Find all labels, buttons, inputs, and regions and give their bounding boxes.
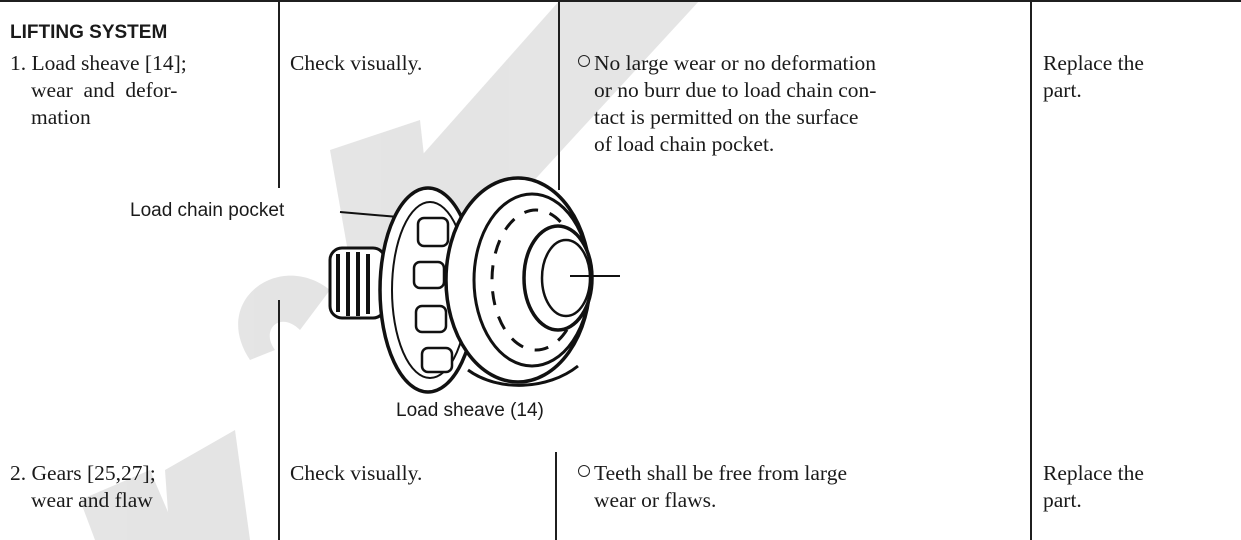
row2-action-line1: Replace the xyxy=(1043,461,1144,485)
row1-criterion-line2: or no burr due to load chain con- xyxy=(594,78,877,102)
row1-criterion-line3: tact is permitted on the surface xyxy=(594,105,859,129)
row1-item-line1: 1. Load sheave [14]; xyxy=(10,51,187,75)
section-title: LIFTING SYSTEM xyxy=(10,22,168,43)
row1-item-line3: mation xyxy=(31,105,91,129)
row1-action-line2: part. xyxy=(1043,78,1082,102)
load-sheave-label: Load sheave (14) xyxy=(396,400,544,421)
column-divider-1 xyxy=(278,0,280,188)
bullet-circle-icon xyxy=(578,465,590,477)
row2-item-line2: wear and flaw xyxy=(31,488,153,512)
row2-criterion-line1: Teeth shall be free from large xyxy=(578,460,847,486)
row1-item-line2: wear and defor- xyxy=(31,78,178,102)
row1-method: Check visually. xyxy=(290,51,423,75)
row2-criterion-line2: wear or flaws. xyxy=(594,488,717,512)
load-sheave-illustration-icon xyxy=(328,176,620,394)
load-chain-pocket-label: Load chain pocket xyxy=(130,200,285,221)
column-divider-3 xyxy=(1030,0,1032,540)
column-divider-2 xyxy=(558,0,560,190)
row1-criterion-line4: of load chain pocket. xyxy=(594,132,775,156)
bullet-circle-icon xyxy=(578,55,590,67)
row2-action-line2: part. xyxy=(1043,488,1082,512)
table-top-border xyxy=(0,0,1241,2)
row1-action-line1: Replace the xyxy=(1043,51,1144,75)
row2-item-line1: 2. Gears [25,27]; xyxy=(10,461,156,485)
column-divider-2-lower xyxy=(555,452,557,540)
row2-method: Check visually. xyxy=(290,461,423,485)
column-divider-1-lower xyxy=(278,300,280,540)
row1-criterion-line1: No large wear or no deformation xyxy=(578,50,876,76)
